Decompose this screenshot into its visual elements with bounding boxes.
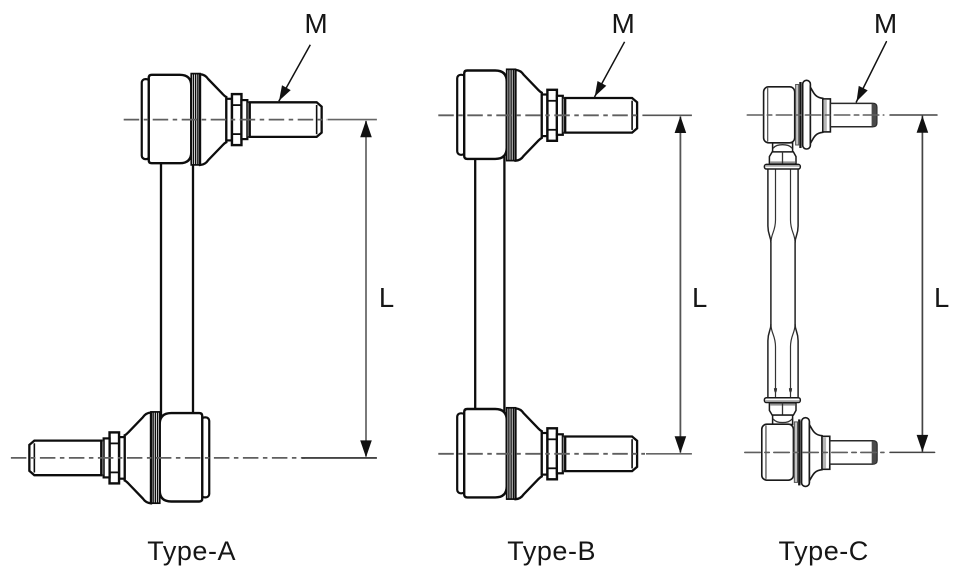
- svg-text:M: M: [612, 8, 635, 39]
- svg-text:L: L: [934, 282, 949, 313]
- svg-text:Type-A: Type-A: [147, 536, 236, 566]
- svg-text:L: L: [692, 282, 707, 313]
- svg-text:L: L: [379, 282, 394, 313]
- svg-text:M: M: [304, 8, 327, 39]
- svg-text:Type-B: Type-B: [507, 536, 596, 566]
- svg-text:M: M: [874, 8, 897, 39]
- svg-text:Type-C: Type-C: [779, 536, 869, 566]
